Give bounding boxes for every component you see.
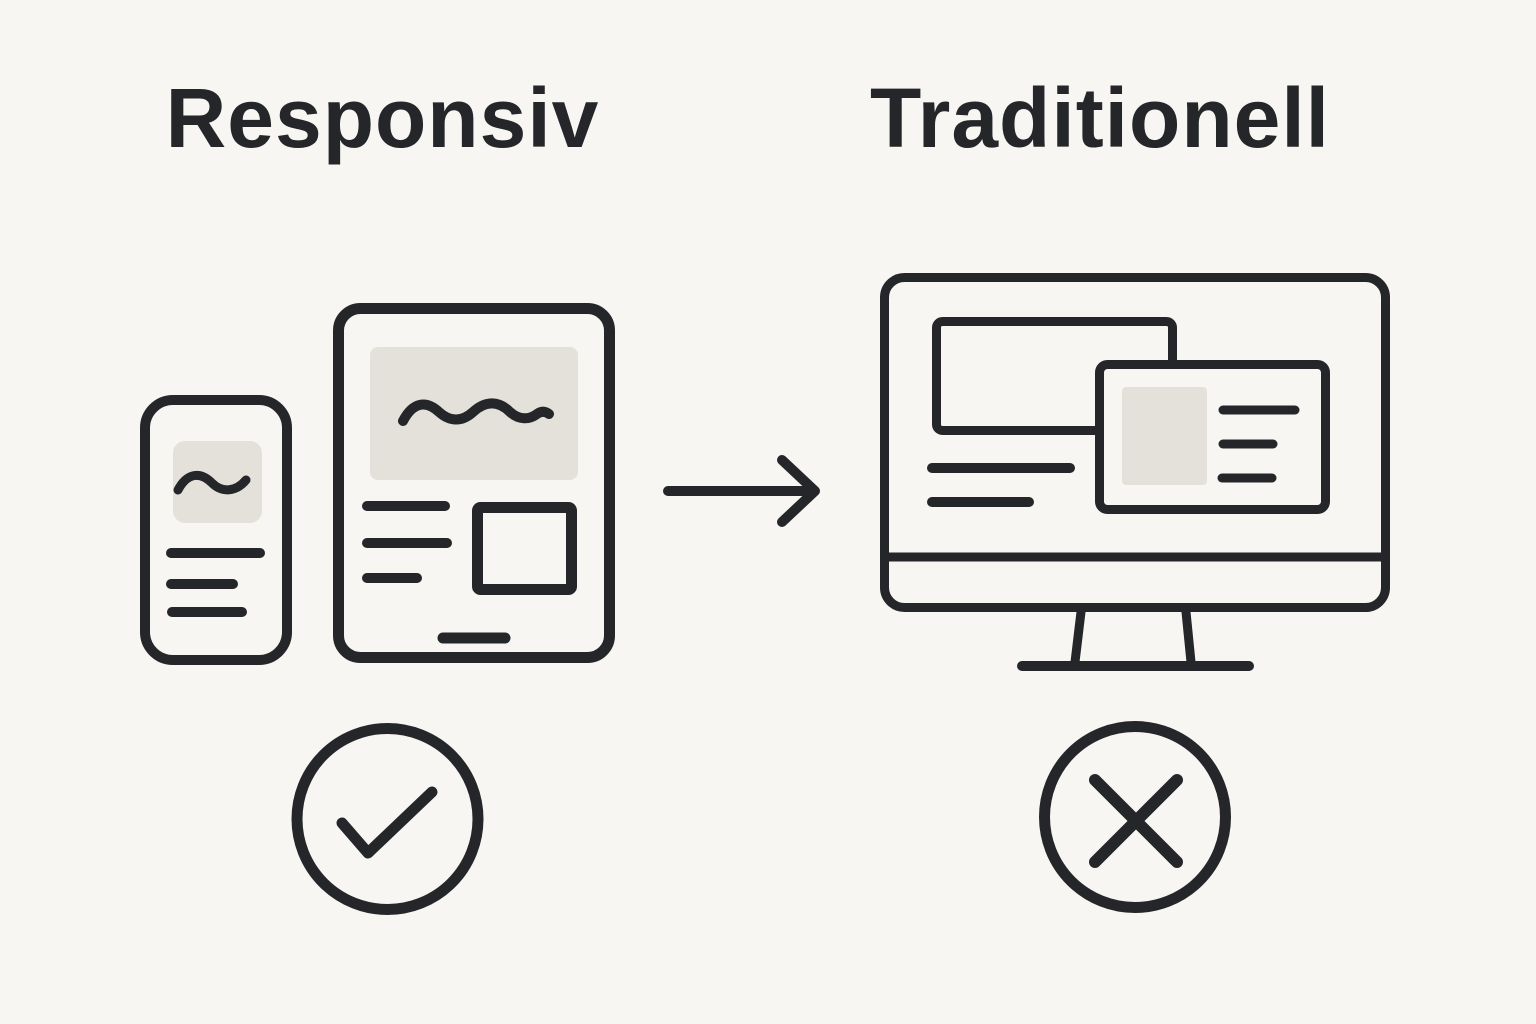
right-panel-title: Traditionell bbox=[869, 71, 1331, 165]
tablet-image-block bbox=[472, 502, 577, 595]
tablet-image-squiggle bbox=[398, 398, 554, 426]
tablet-icon bbox=[333, 303, 615, 663]
left-panel-title: Responsiv bbox=[165, 71, 600, 165]
check-mark bbox=[336, 786, 438, 859]
check-circle-ring bbox=[291, 723, 484, 915]
cross-circle-icon bbox=[1039, 721, 1231, 913]
tablet-body bbox=[333, 303, 615, 663]
monitor-stand-leg-left bbox=[1070, 607, 1086, 667]
monitor-body bbox=[880, 273, 1390, 612]
phone-image-squiggle bbox=[173, 470, 251, 495]
desktop-monitor-icon bbox=[880, 273, 1390, 671]
arrow-right-icon bbox=[663, 455, 820, 527]
arrow-head bbox=[777, 455, 820, 527]
phone-body bbox=[140, 395, 292, 665]
cross-line-2 bbox=[1089, 774, 1183, 868]
popup-image-placeholder bbox=[1122, 387, 1207, 485]
check-circle-icon bbox=[291, 723, 484, 915]
cross-circle-ring bbox=[1039, 721, 1231, 913]
smartphone-icon bbox=[140, 395, 292, 665]
monitor-stand-leg-right bbox=[1181, 607, 1196, 667]
